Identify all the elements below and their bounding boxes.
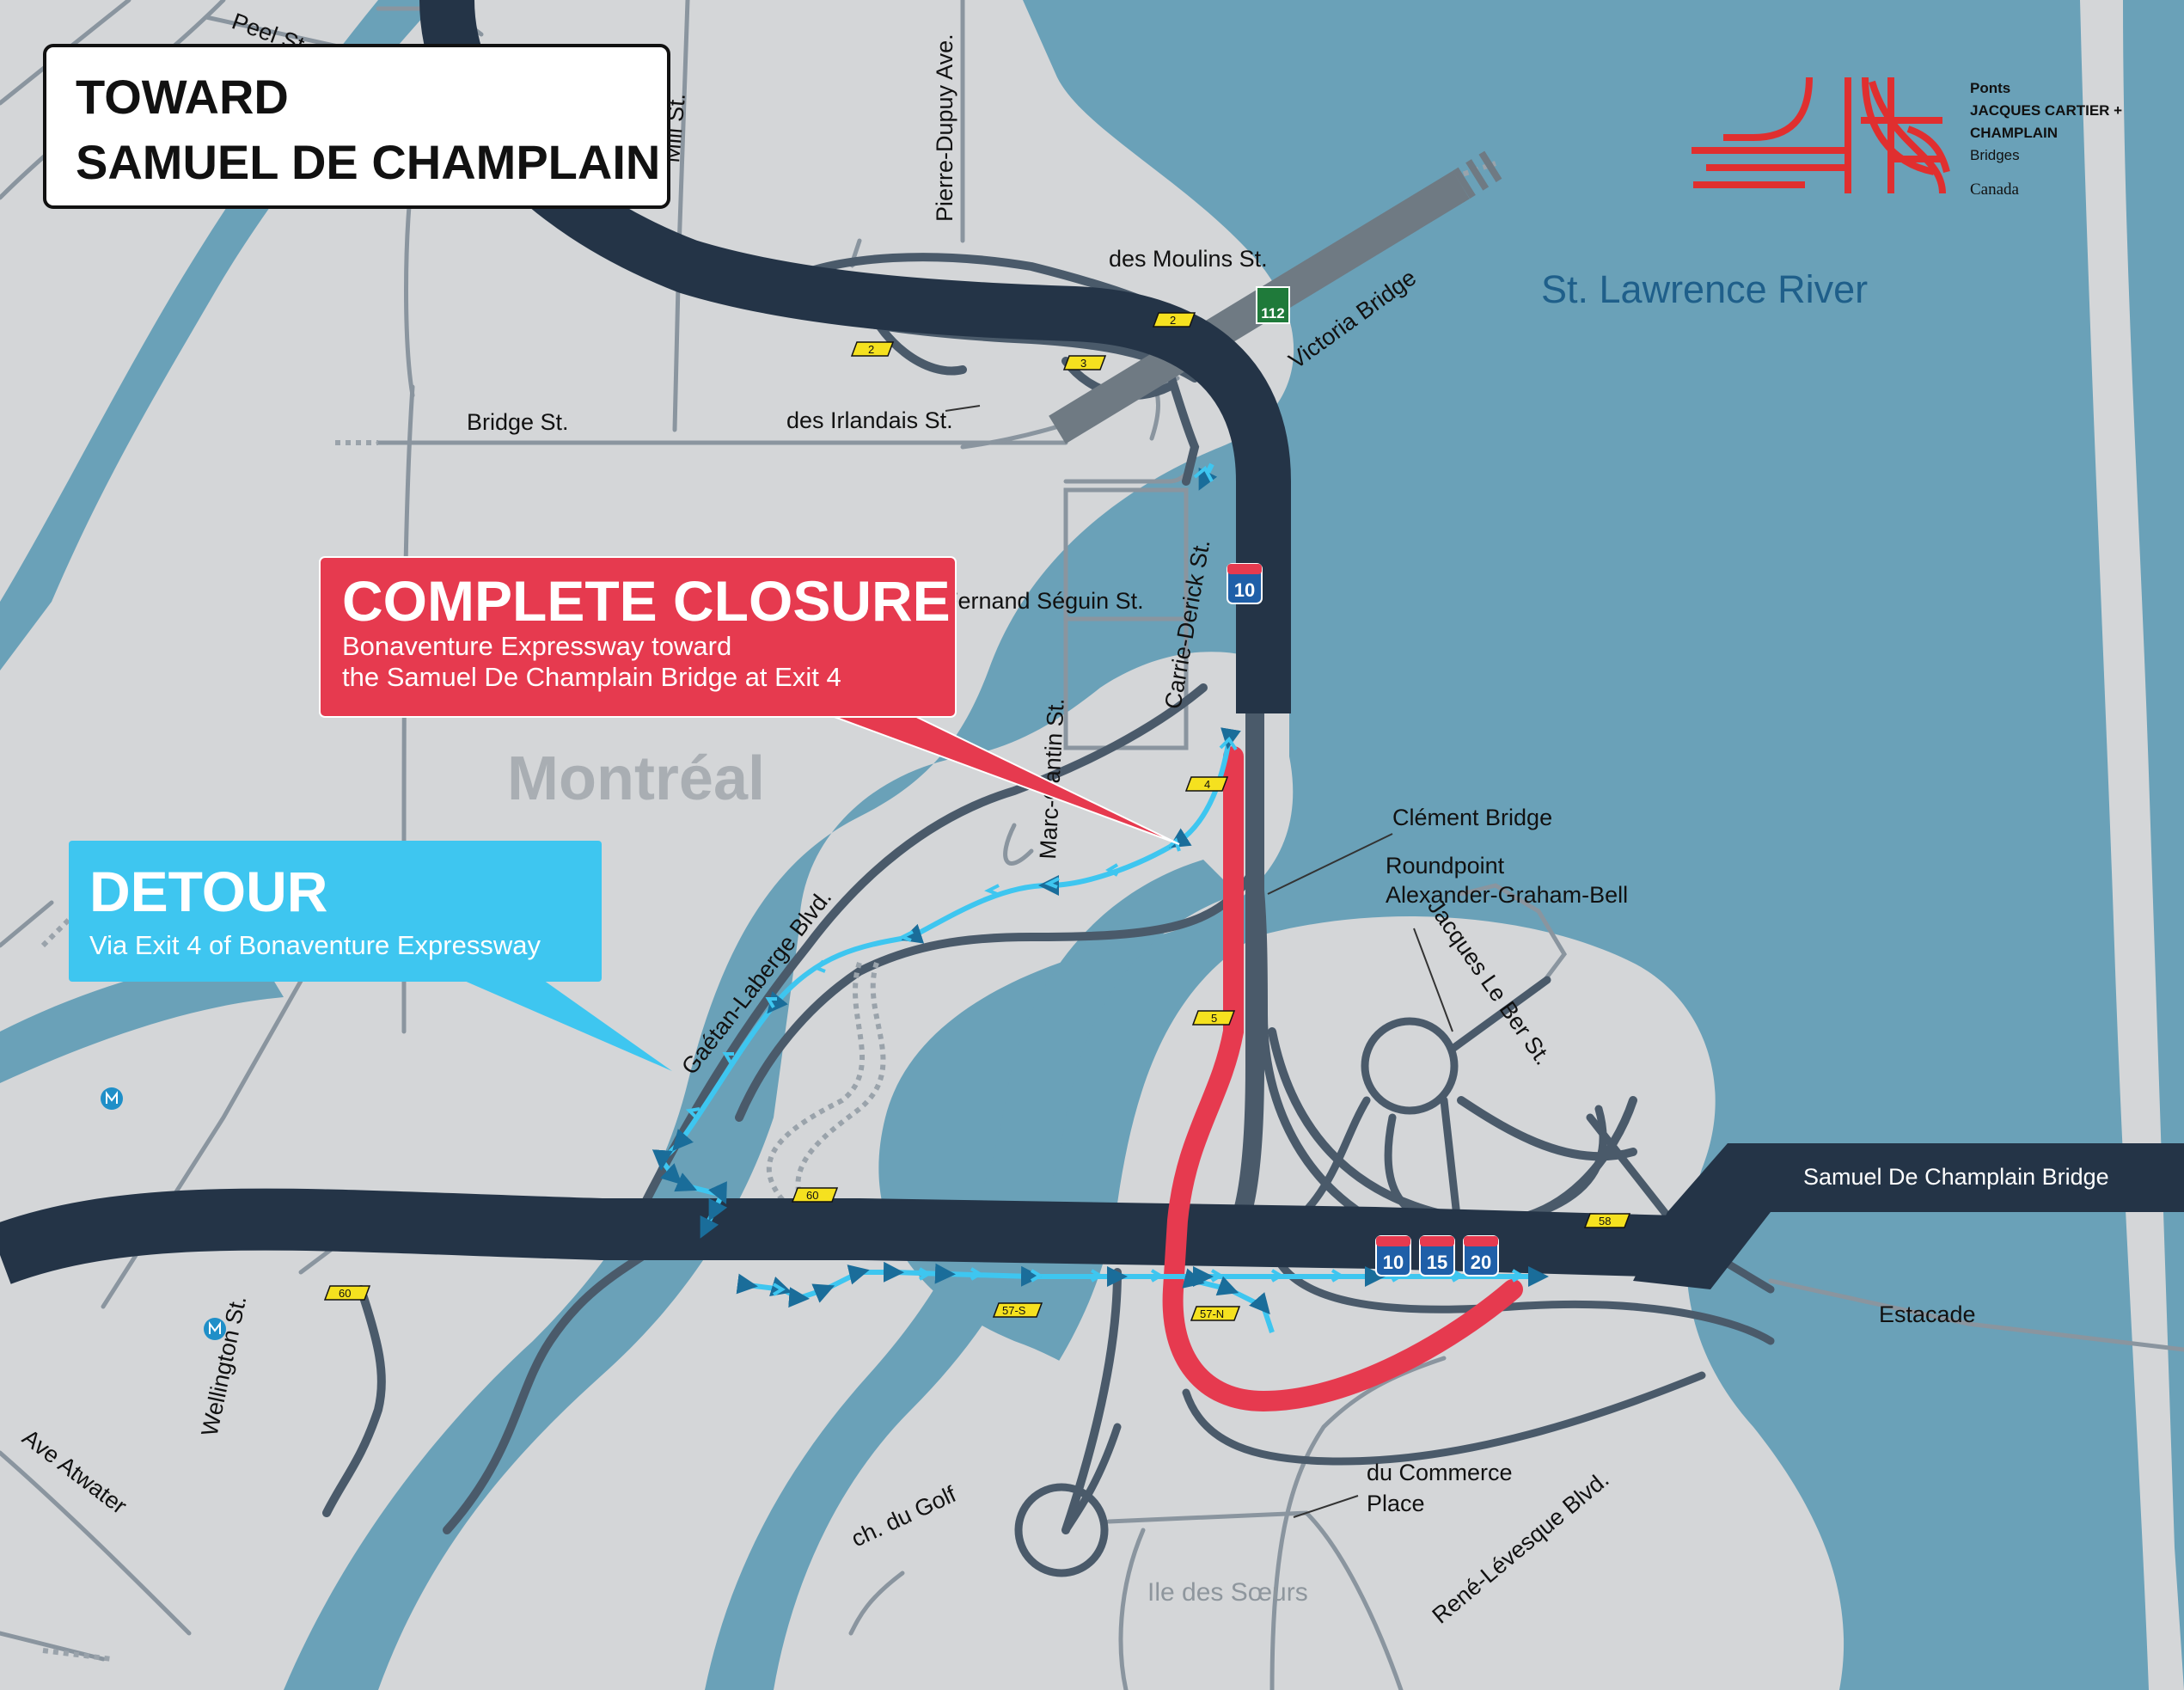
- highway-15: [0, 1188, 1678, 1284]
- metro-icon: [101, 1087, 123, 1110]
- exit-tag: 2: [1152, 312, 1196, 328]
- street-label: Pierre-Dupuy Ave.: [932, 34, 957, 222]
- exit-tag: 2: [850, 341, 895, 357]
- street-label: Fernand Séguin St.: [944, 588, 1144, 614]
- a10-shield: 10: [1375, 1235, 1411, 1277]
- header-line2: SAMUEL DE CHAMPLAIN: [76, 135, 660, 189]
- svg-text:58: 58: [1599, 1215, 1611, 1228]
- canal-2: [0, 954, 284, 1083]
- svg-text:2: 2: [868, 343, 874, 356]
- svg-text:60: 60: [806, 1189, 818, 1202]
- exit-tags: 2 2 3 4 5 58 60 60 57-S 57-N: [323, 312, 1631, 1321]
- exit-tag: 58: [1583, 1213, 1631, 1228]
- route-112-shield: 112: [1256, 286, 1290, 324]
- exit-tag: 5: [1191, 1010, 1236, 1026]
- svg-text:57-N: 57-N: [1200, 1307, 1224, 1320]
- street-label: des Irlandais St.: [786, 407, 953, 433]
- header-box: TOWARD SAMUEL DE CHAMPLAIN: [43, 44, 670, 209]
- exit-tag: 3: [1062, 355, 1107, 370]
- street-label: Bridge St.: [467, 409, 569, 435]
- right-island: [2080, 0, 2184, 1690]
- street-label: Place: [1367, 1491, 1425, 1516]
- exit-tag: 57-S: [992, 1302, 1043, 1318]
- svg-text:4: 4: [1204, 778, 1210, 791]
- leader-lines: [945, 405, 1453, 1518]
- street-label: Clément Bridge: [1392, 805, 1552, 830]
- street-label: des Moulins St.: [1109, 246, 1268, 272]
- pjcci-logo: Ponts JACQUES CARTIER + CHAMPLAIN Bridge…: [1692, 77, 2122, 199]
- bridge-logo-icon: [1692, 77, 1950, 194]
- closure-callout: COMPLETE CLOSURE Bonaventure Expressway …: [319, 556, 1180, 845]
- exit-tag: 4: [1184, 776, 1229, 792]
- closure-line1: Bonaventure Expressway toward: [342, 631, 731, 661]
- svg-text:20: 20: [1471, 1252, 1491, 1273]
- street-label: du Commerce: [1367, 1460, 1513, 1485]
- champlain-bridge-deck: [1633, 1143, 2184, 1289]
- svg-text:5: 5: [1211, 1012, 1217, 1025]
- svg-text:2: 2: [1170, 314, 1176, 327]
- city-label: Montréal: [507, 744, 765, 813]
- svg-text:15: 15: [1427, 1252, 1447, 1273]
- exit-tag: 60: [791, 1187, 839, 1203]
- svg-text:JACQUES CARTIER +: JACQUES CARTIER +: [1970, 102, 2122, 119]
- closure-line2: the Samuel De Champlain Bridge at Exit 4: [342, 662, 841, 692]
- svg-text:3: 3: [1080, 357, 1086, 370]
- canal: [0, 0, 438, 670]
- svg-text:CHAMPLAIN: CHAMPLAIN: [1970, 125, 2058, 141]
- exit-tag: 57-N: [1190, 1306, 1241, 1321]
- closure-title: COMPLETE CLOSURE: [342, 569, 951, 633]
- victoria-bridge-dashes: [1452, 149, 1505, 199]
- street-label: Roundpoint: [1386, 853, 1505, 879]
- detour-callout: DETOUR Via Exit 4 of Bonaventure Express…: [69, 841, 672, 1071]
- svg-text:Canada: Canada: [1970, 181, 2020, 199]
- svg-text:10: 10: [1383, 1252, 1404, 1273]
- street-label: Estacade: [1879, 1301, 1976, 1327]
- detour-arrows: [685, 465, 1525, 1296]
- street-label: Alexander-Graham-Bell: [1386, 882, 1628, 908]
- svg-text:Bridges: Bridges: [1970, 147, 2020, 163]
- svg-text:Ponts: Ponts: [1970, 80, 2010, 96]
- a15-shield: 15: [1419, 1235, 1455, 1277]
- svg-text:57-S: 57-S: [1002, 1304, 1026, 1317]
- a20-shield: 20: [1463, 1235, 1499, 1277]
- svg-text:112: 112: [1261, 305, 1284, 321]
- exit-tag: 60: [323, 1285, 371, 1301]
- svg-text:10: 10: [1234, 579, 1255, 601]
- street-label: Samuel De Champlain Bridge: [1803, 1164, 2109, 1190]
- header-line1: TOWARD: [76, 70, 289, 124]
- svg-text:60: 60: [339, 1287, 351, 1300]
- detour-line1: Via Exit 4 of Bonaventure Expressway: [89, 930, 541, 960]
- metro-icon: [204, 1318, 226, 1340]
- river-label: St. Lawrence River: [1541, 267, 1868, 311]
- detour-title: DETOUR: [89, 860, 327, 923]
- a10-shield-north: 10: [1227, 563, 1263, 604]
- island-label: Ile des Sœurs: [1147, 1578, 1308, 1607]
